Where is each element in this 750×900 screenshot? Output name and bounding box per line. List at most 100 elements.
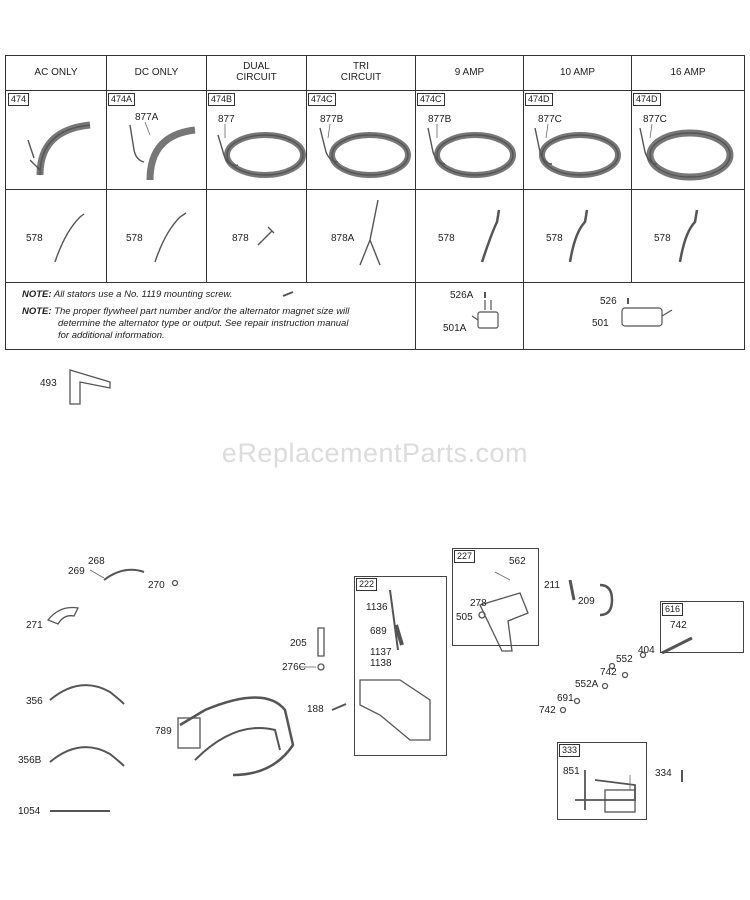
lever-227 bbox=[479, 592, 529, 652]
part-label-877c-16amp: 877C bbox=[643, 114, 667, 125]
callout-box-474c-9amp: 474C bbox=[417, 93, 445, 106]
part-label-689: 689 bbox=[370, 626, 387, 637]
part-label-878a: 878A bbox=[331, 233, 355, 244]
part-label-501: 501 bbox=[592, 318, 609, 329]
group-frame-333 bbox=[557, 742, 647, 820]
screw-188 bbox=[331, 703, 347, 711]
washer-742a bbox=[621, 671, 629, 679]
header-10-amp: 10 AMP bbox=[559, 67, 596, 78]
part-label-269: 269 bbox=[68, 566, 85, 577]
callout-box-227: 227 bbox=[454, 550, 476, 563]
part-label-271: 271 bbox=[26, 620, 43, 631]
washer-552 bbox=[608, 662, 616, 670]
part-label-356b: 356B bbox=[18, 755, 42, 766]
wire-578-c bbox=[480, 209, 501, 263]
part-label-877a: 877A bbox=[135, 112, 159, 123]
part-label-334: 334 bbox=[655, 768, 672, 779]
part-label-578-10amp: 578 bbox=[546, 233, 563, 244]
part-label-578-ac: 578 bbox=[26, 233, 43, 244]
harness-789 bbox=[179, 696, 295, 777]
nut-276c bbox=[317, 663, 325, 671]
part-label-851: 851 bbox=[563, 766, 580, 777]
stator-ac-only bbox=[27, 121, 91, 176]
part-label-742-mid: 742 bbox=[600, 667, 617, 678]
spring-209 bbox=[599, 583, 614, 617]
harness-268 bbox=[103, 568, 145, 581]
stator-10-amp bbox=[534, 127, 621, 178]
spark-plug-211 bbox=[568, 579, 576, 601]
stator-dual-circuit bbox=[217, 132, 306, 178]
part-label-578-9amp: 578 bbox=[438, 233, 455, 244]
part-label-268: 268 bbox=[88, 556, 105, 567]
part-label-278: 278 bbox=[470, 598, 487, 609]
part-1136 bbox=[389, 589, 399, 651]
watermark: eReplacementParts.com bbox=[221, 438, 529, 468]
wire-356 bbox=[49, 684, 125, 705]
part-label-505: 505 bbox=[456, 612, 473, 623]
wire-578-d bbox=[568, 209, 589, 263]
nut-505 bbox=[478, 611, 486, 619]
part-label-742-low: 742 bbox=[539, 705, 556, 716]
part-label-205: 205 bbox=[290, 638, 307, 649]
stator-illustrations bbox=[27, 121, 734, 181]
part-label-270: 270 bbox=[148, 580, 165, 591]
header-dc-only: DC ONLY bbox=[134, 67, 179, 78]
wire-illustrations bbox=[54, 199, 699, 297]
part-label-404: 404 bbox=[638, 645, 655, 656]
callout-box-222: 222 bbox=[356, 578, 378, 591]
connector-789 bbox=[177, 717, 201, 749]
bracket-493 bbox=[69, 369, 111, 405]
wire-356b bbox=[49, 746, 125, 767]
header-16-amp: 16 AMP bbox=[670, 67, 706, 78]
wire-578-a bbox=[54, 213, 85, 263]
part-label-789: 789 bbox=[155, 726, 172, 737]
part-label-578-dc: 578 bbox=[126, 233, 143, 244]
callout-box-474c-tri: 474C bbox=[308, 93, 336, 106]
regulator-illustrations bbox=[471, 292, 673, 329]
header-9-amp: 9 AMP bbox=[454, 67, 485, 78]
leader-lines bbox=[89, 121, 653, 790]
mounting-screw-1119 bbox=[282, 291, 294, 297]
callout-box-474d-16amp: 474D bbox=[633, 93, 661, 106]
stator-16-amp bbox=[639, 127, 734, 181]
part-label-877c-10amp: 877C bbox=[538, 114, 562, 125]
note-1: NOTE: All stators use a No. 1119 mountin… bbox=[22, 289, 233, 300]
washer-742b bbox=[559, 706, 567, 714]
stator-9-amp bbox=[427, 127, 516, 178]
stud-205 bbox=[317, 627, 325, 657]
part-label-691: 691 bbox=[557, 693, 574, 704]
part-label-188: 188 bbox=[307, 704, 324, 715]
washer-552a bbox=[601, 682, 609, 690]
stator-dc-only bbox=[129, 124, 196, 181]
callout-box-474: 474 bbox=[8, 93, 30, 106]
part-label-578-16amp: 578 bbox=[654, 233, 671, 244]
table-grid bbox=[5, 55, 745, 350]
note-2: NOTE: The proper flywheel part number an… bbox=[22, 306, 350, 341]
header-ac-only: AC ONLY bbox=[34, 67, 78, 78]
regulator-501 bbox=[621, 307, 663, 327]
part-616 bbox=[661, 636, 693, 655]
callout-box-333: 333 bbox=[559, 744, 581, 757]
part-label-1136: 1136 bbox=[366, 602, 388, 613]
wire-878 bbox=[257, 226, 275, 246]
part-label-211: 211 bbox=[544, 580, 560, 591]
spring-689 bbox=[394, 624, 404, 646]
module-333 bbox=[604, 789, 636, 813]
part-label-878: 878 bbox=[232, 233, 249, 244]
lower-part-illustrations bbox=[46, 369, 693, 813]
callout-box-474b: 474B bbox=[208, 93, 236, 106]
terminal-271 bbox=[46, 606, 79, 625]
washer-691 bbox=[573, 697, 581, 705]
part-label-877b-tri: 877B bbox=[320, 114, 344, 125]
part-label-877b-9amp: 877B bbox=[428, 114, 452, 125]
callout-box-474a: 474A bbox=[108, 93, 136, 106]
part-label-552a: 552A bbox=[575, 679, 599, 690]
wire-578-b bbox=[154, 212, 187, 263]
part-label-742-616: 742 bbox=[670, 620, 687, 631]
part-label-1054: 1054 bbox=[18, 806, 41, 817]
wire-578-e bbox=[678, 209, 699, 263]
